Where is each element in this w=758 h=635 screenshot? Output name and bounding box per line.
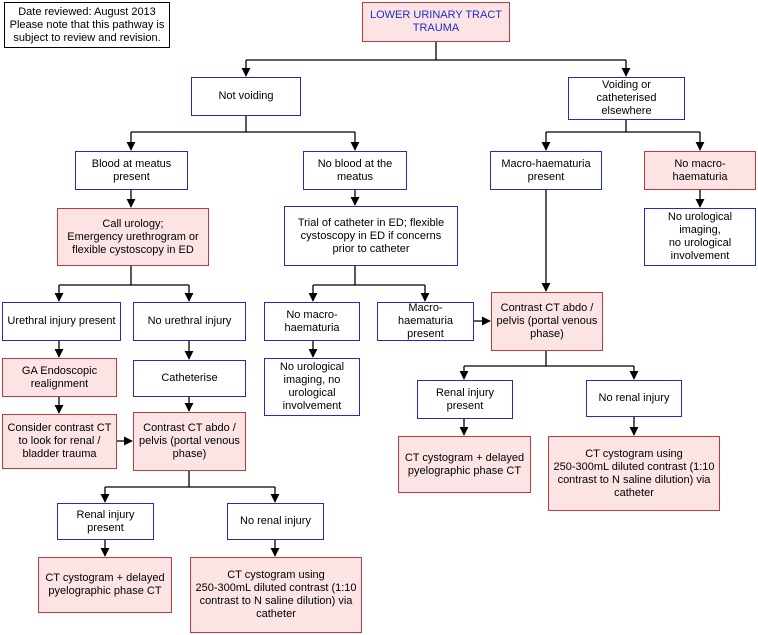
- node-no-urological-imaging-mid: No urological imaging, no urological inv…: [264, 358, 360, 416]
- node-no-urethral-injury: No urethral injury: [133, 302, 246, 341]
- node-call-urology: Call urology; Emergency urethrogram or f…: [57, 208, 209, 266]
- node-no-blood-at-meatus: No blood at the meatus: [303, 151, 407, 190]
- date-reviewed-note: Date reviewed: August 2013 Please note t…: [4, 2, 170, 48]
- node-ct-cystogram-dilute-right: CT cystogram using 250-300mL diluted con…: [548, 436, 720, 511]
- node-contrast-ct-right: Contrast CT abdo / pelvis (portal venous…: [491, 292, 603, 351]
- node-ct-cystogram-delayed-left: CT cystogram + delayed pyelographic phas…: [38, 557, 172, 613]
- node-lower-urinary-tract-trauma: LOWER URINARY TRACT TRAUMA: [362, 2, 510, 42]
- node-trial-of-catheter: Trial of catheter in ED; flexible cystos…: [284, 206, 458, 266]
- node-contrast-ct-left: Contrast CT abdo / pelvis (portal venous…: [133, 412, 246, 471]
- node-macro-haematuria-mid: Macro-haematuria present: [377, 302, 474, 341]
- node-catheterise: Catheterise: [133, 360, 246, 397]
- node-no-renal-injury-left: No renal injury: [227, 503, 324, 540]
- node-no-macro-haematuria-right: No macro-haematuria: [644, 151, 756, 190]
- node-no-urological-imaging-right: No urological imaging, no urological inv…: [644, 208, 756, 266]
- node-ct-cystogram-dilute-left: CT cystogram using 250-300mL diluted con…: [190, 557, 362, 633]
- node-no-macro-haematuria-mid: No macro- haematuria: [264, 302, 360, 341]
- node-blood-at-meatus: Blood at meatus present: [75, 151, 188, 190]
- node-renal-injury-present-right: Renal injury present: [417, 380, 513, 419]
- node-no-renal-injury-right: No renal injury: [586, 380, 682, 417]
- node-not-voiding: Not voiding: [191, 77, 301, 116]
- node-ct-cystogram-delayed-right: CT cystogram + delayed pyelographic phas…: [398, 436, 531, 493]
- node-ga-endoscopic-realignment: GA Endoscopic realignment: [2, 358, 117, 397]
- node-consider-contrast-ct: Consider contrast CT to look for renal /…: [2, 414, 117, 469]
- node-voiding-or-catheterised: Voiding or catheterised elsewhere: [568, 77, 685, 120]
- node-renal-injury-present-left: Renal injury present: [57, 503, 154, 540]
- node-macro-haematuria-right: Macro-haematuria present: [490, 151, 602, 190]
- node-urethral-injury-present: Urethral injury present: [2, 302, 121, 341]
